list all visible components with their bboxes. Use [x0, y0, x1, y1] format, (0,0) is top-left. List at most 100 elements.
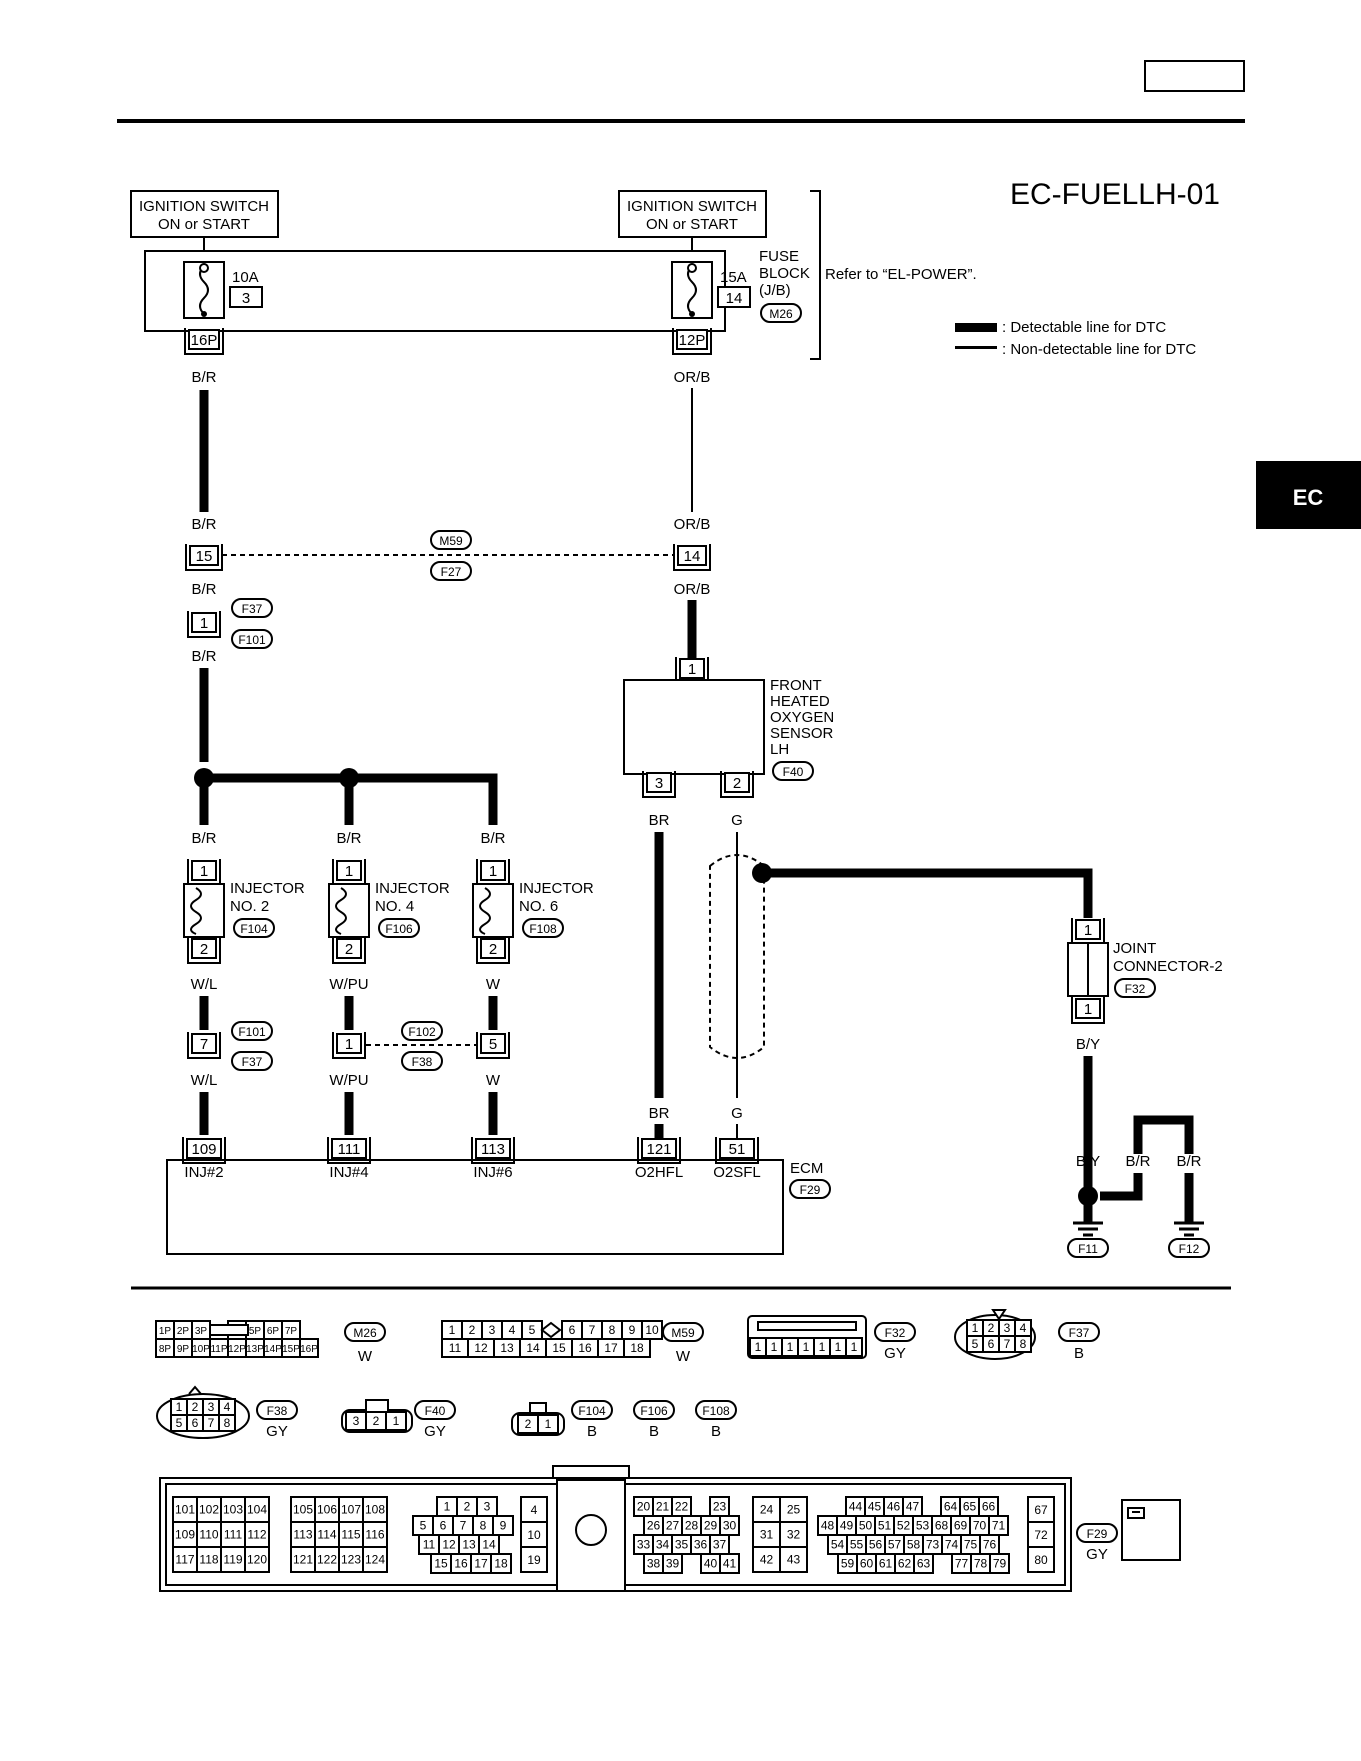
injector-connector-key: [529, 1402, 547, 1414]
joint-connector-name: CONNECTOR-2: [1113, 958, 1223, 975]
injector-pin: [480, 860, 506, 881]
f29-g7-cell-number: 77: [955, 1557, 969, 1571]
f29-g1-cell: [172, 1496, 198, 1523]
f37-cell: [1014, 1335, 1032, 1353]
connector-m59: M59: [439, 534, 463, 548]
wire-color: B/Y: [1076, 1153, 1100, 1170]
f29-g2-cell: [362, 1546, 388, 1573]
f29-g7-cell-number: 54: [831, 1538, 845, 1552]
f29-g6-cell: [752, 1521, 781, 1548]
injector-body: [328, 883, 370, 938]
wire-color: G: [731, 812, 743, 829]
f29-g6-cell: [779, 1521, 808, 1548]
f29-g7-cell-number: 57: [888, 1538, 902, 1552]
ecm-pin-number: 111: [338, 1141, 361, 1158]
refer-bracket: [810, 190, 821, 360]
f29-g5-cell-number: 40: [704, 1557, 718, 1571]
injector-name: NO. 2: [230, 898, 269, 915]
injector-pin-number: 2: [345, 941, 353, 958]
f29-g7-cell-number: 58: [907, 1538, 921, 1552]
wire-color: OR/B: [674, 581, 711, 598]
f32-latch: [757, 1321, 857, 1331]
f29-g2-cell-number: 107: [341, 1503, 361, 1517]
connector-view-color: B: [649, 1423, 659, 1440]
f29-g1-cell-number: 109: [175, 1528, 195, 1542]
ecm-pin-label: O2HFL: [635, 1164, 683, 1181]
ecm-pin-label: O2SFL: [713, 1164, 761, 1181]
f29-g7-cell-number: 56: [869, 1538, 883, 1552]
f29-g3-cell-number: 17: [474, 1557, 488, 1571]
injector-pin-number: 1: [200, 863, 208, 880]
f29-g6-cell-number: 42: [760, 1553, 774, 1567]
fuse-amp: 15A: [720, 269, 747, 286]
connector-f102: F102: [408, 1025, 436, 1039]
f29-g6-cell: [779, 1496, 808, 1523]
connector-view-color: GY: [1086, 1546, 1108, 1563]
wire-color: B/Y: [1076, 1036, 1100, 1053]
f29-g3-cell-number: 13: [462, 1538, 476, 1552]
m59-cell-number: 5: [529, 1323, 536, 1337]
injector-pin-number: 2: [489, 941, 497, 958]
f29-g5-cell-number: 23: [713, 1500, 727, 1514]
f29-g7-cell-number: 46: [887, 1500, 901, 1514]
f38-cell-number: 6: [192, 1416, 199, 1430]
m26-cell-number: 15P: [282, 1344, 300, 1355]
f29-g2-cell-number: 121: [293, 1553, 313, 1567]
f29-g3-cell-number: 5: [420, 1519, 427, 1533]
section-tab-label: EC: [1293, 485, 1324, 510]
ignition-left-line1: IGNITION SWITCH: [139, 198, 269, 215]
joint-connector-pin: [1075, 919, 1101, 940]
wire-color: B/R: [1125, 1153, 1150, 1170]
f29-g5-cell-number: 27: [666, 1519, 680, 1533]
f37-key: [991, 1309, 1007, 1321]
connector-view-id-badge: [256, 1400, 298, 1420]
front-heated-oxygen-sensor: [623, 679, 765, 775]
connector-f37-badge: [231, 1051, 273, 1071]
m26-cell-number: 16P: [300, 1344, 318, 1355]
connector-bracket: [672, 328, 712, 355]
injector-connector: F104: [240, 922, 268, 936]
connector-bracket: [187, 937, 221, 964]
fuse-output-pin: [676, 329, 708, 350]
m59-cell-number: 14: [526, 1341, 540, 1355]
m59-cell: [623, 1338, 651, 1358]
m59-cell-number: 13: [500, 1341, 514, 1355]
f29-g8-cell-number: 80: [1034, 1553, 1048, 1567]
fuse-symbol: [687, 265, 697, 315]
injector-view-cell-number: 2: [525, 1417, 532, 1431]
f29-g2-cell: [362, 1496, 388, 1523]
connector-f102-badge: [401, 1021, 443, 1041]
fuse-number: 3: [242, 290, 250, 307]
f29-g5-cell-number: 30: [723, 1519, 737, 1533]
connector-view-id-badge: [695, 1400, 737, 1420]
f40-key: [365, 1399, 389, 1413]
sensor-pin: [646, 772, 672, 793]
wire-color: B/R: [191, 516, 216, 533]
ecm-pin: [186, 1138, 222, 1159]
connector-m59-badge: [430, 530, 472, 550]
injector-pin: [336, 860, 362, 881]
splice-dot: [689, 311, 695, 317]
f29-g7-cell-number: 44: [849, 1500, 863, 1514]
injector-coil-icon: [479, 887, 491, 935]
ecm-pin-label: INJ#2: [184, 1164, 223, 1181]
f37-cell-number: 7: [1004, 1337, 1011, 1351]
refer-note: Refer to “EL-POWER”.: [825, 266, 977, 283]
f29-g4-cell-number: 19: [527, 1553, 541, 1567]
injector-view-cell: [537, 1414, 559, 1434]
injector-pin: [480, 938, 506, 959]
joint-pin-number: 15: [196, 548, 213, 565]
f29-g7-cell-number: 69: [954, 1519, 968, 1533]
f29-g7-cell-number: 53: [916, 1519, 930, 1533]
f29-g2-cell: [338, 1546, 364, 1573]
m59-cell-number: 11: [449, 1341, 462, 1355]
wire-color: OR/B: [674, 369, 711, 386]
m59-cell-number: 12: [474, 1341, 488, 1355]
f29-g8-cell: [1027, 1496, 1055, 1523]
connector-bracket: [187, 611, 221, 638]
f29-g7-cell-number: 78: [974, 1557, 988, 1571]
m26-cell-number: 5P: [249, 1326, 262, 1337]
fuse-symbol: [199, 265, 209, 315]
connector-bracket: [637, 1137, 681, 1164]
ecm-pin: [475, 1138, 511, 1159]
